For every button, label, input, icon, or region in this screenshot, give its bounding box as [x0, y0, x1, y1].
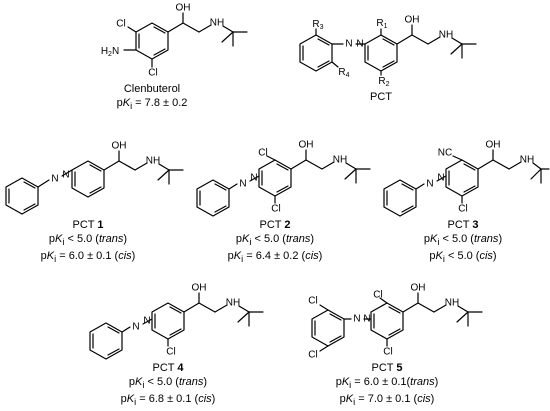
- pct3-azo-n2: N: [437, 173, 444, 184]
- pct2-azo-n1: N: [239, 179, 246, 190]
- pct3-nc-label: NC: [438, 148, 452, 159]
- pct5-caption: PCT 5 pKi = 6.0 ± 0.1(trans) pKi = 7.0 ±…: [336, 361, 439, 409]
- pct1-pki-cis: pKi = 6.0 ± 0.1 (cis): [40, 250, 136, 265]
- pct2-pki-cis: pKi = 6.4 ± 0.2 (cis): [227, 250, 323, 265]
- pct5-azo-n2: N: [363, 314, 370, 325]
- pct5-cl-b-label: Cl: [308, 350, 317, 361]
- pct5-cl-a-label: Cl: [308, 296, 317, 307]
- pct2-structure: OH NH Cl Cl N N: [196, 140, 371, 217]
- pct4-label: PCT 4: [152, 362, 184, 374]
- pct5-cl-bot-label: Cl: [383, 347, 392, 358]
- pct5-pki-trans: pKi = 6.0 ± 0.1(trans): [335, 376, 439, 391]
- pct2-label: PCT 2: [259, 219, 291, 231]
- pct-nh-label: NH: [439, 30, 453, 41]
- pct-r3-label: R3: [312, 19, 323, 31]
- pct4-structure: OH NH Cl N N: [89, 283, 264, 360]
- pct1-structure: OH NH N N: [5, 141, 184, 215]
- clenbuterol-structure: OH NH Cl Cl H2N: [101, 3, 248, 79]
- pct-r1-label: R1: [376, 18, 387, 30]
- pct-r4-label: R4: [338, 67, 349, 79]
- pct-oh-label: OH: [405, 15, 420, 26]
- pct-caption: PCT: [370, 90, 392, 104]
- pct4-azo-n1: N: [132, 322, 139, 333]
- pct1-pki-trans: pKi < 5.0 (trans): [48, 233, 128, 248]
- pct1-azo-n1: N: [51, 174, 58, 185]
- pct3-azo-n1: N: [426, 179, 433, 190]
- pct4-oh-label: OH: [192, 283, 207, 294]
- pct-azo-n2: N: [356, 39, 363, 50]
- pct3-pki-trans: pKi < 5.0 (trans): [423, 233, 503, 248]
- pct-structure: OH NH N N R1 R2 R3 R4: [299, 15, 477, 88]
- pct5-label: PCT 5: [371, 362, 403, 374]
- pct2-pki-trans: pKi < 5.0 (trans): [235, 233, 315, 248]
- pct2-cl-top-label: Cl: [258, 148, 267, 159]
- pct-r2-label: R2: [378, 76, 389, 88]
- pct3-structure: OH NH NC Cl N N: [383, 140, 550, 217]
- pct5-azo-n1: N: [353, 314, 360, 325]
- pct1-nh-label: NH: [146, 156, 160, 167]
- clenbuterol-oh-label: OH: [176, 3, 191, 14]
- clenbuterol-cl-top-label: Cl: [116, 19, 125, 30]
- pct4-pki-cis: pKi = 6.8 ± 0.1 (cis): [120, 393, 216, 408]
- pct-name: PCT: [370, 91, 392, 103]
- pct1-azo-n2: N: [62, 170, 69, 181]
- pct2-azo-n2: N: [250, 173, 257, 184]
- pct2-oh-label: OH: [299, 140, 314, 151]
- pct3-nh-label: NH: [520, 155, 534, 166]
- pct5-pki-cis: pKi = 7.0 ± 0.1 (cis): [339, 393, 435, 408]
- pct4-cl-bot-label: Cl: [166, 347, 175, 358]
- clenbuterol-cl-bot-label: Cl: [148, 68, 157, 79]
- pct3-oh-label: OH: [486, 140, 501, 151]
- pct5-oh-label: OH: [411, 283, 426, 294]
- clenbuterol-pki: pKi = 7.8 ± 0.2: [116, 97, 188, 112]
- pct4-azo-n2: N: [143, 316, 150, 327]
- pct4-caption: PCT 4 pKi < 5.0 (trans) pKi = 6.8 ± 0.1 …: [121, 361, 216, 409]
- pct5-cl-top-label: Cl: [373, 290, 382, 301]
- pct5-structure: OH NH Cl Cl Cl Cl N N: [308, 283, 483, 361]
- clenbuterol-h2n-label: H2N: [101, 46, 119, 58]
- pct4-pki-trans: pKi < 5.0 (trans): [128, 376, 208, 391]
- clenbuterol-caption: Clenbuterol pKi = 7.8 ± 0.2: [117, 82, 188, 113]
- pct1-label: PCT 1: [72, 219, 104, 231]
- clenbuterol-name: Clenbuterol: [123, 83, 181, 95]
- clenbuterol-nh-label: NH: [210, 18, 224, 29]
- pct-azo-n1: N: [345, 39, 352, 50]
- pct5-nh-label: NH: [445, 298, 459, 309]
- pct4-nh-label: NH: [226, 298, 240, 309]
- pct2-nh-label: NH: [333, 155, 347, 166]
- pct2-cl-bot-label: Cl: [271, 204, 280, 215]
- pct2-caption: PCT 2 pKi < 5.0 (trans) pKi = 6.4 ± 0.2 …: [228, 218, 323, 266]
- pct3-cl-bot-label: Cl: [458, 204, 467, 215]
- pct3-caption: PCT 3 pKi < 5.0 (trans) pKi < 5.0 (cis): [424, 218, 502, 266]
- pct3-pki-cis: pKi < 5.0 (cis): [429, 250, 497, 265]
- pct3-label: PCT 3: [447, 219, 479, 231]
- pct1-caption: PCT 1 pKi < 5.0 (trans) pKi = 6.0 ± 0.1 …: [41, 218, 136, 266]
- pct1-oh-label: OH: [112, 141, 127, 152]
- clenbuterol-ring: [135, 22, 169, 60]
